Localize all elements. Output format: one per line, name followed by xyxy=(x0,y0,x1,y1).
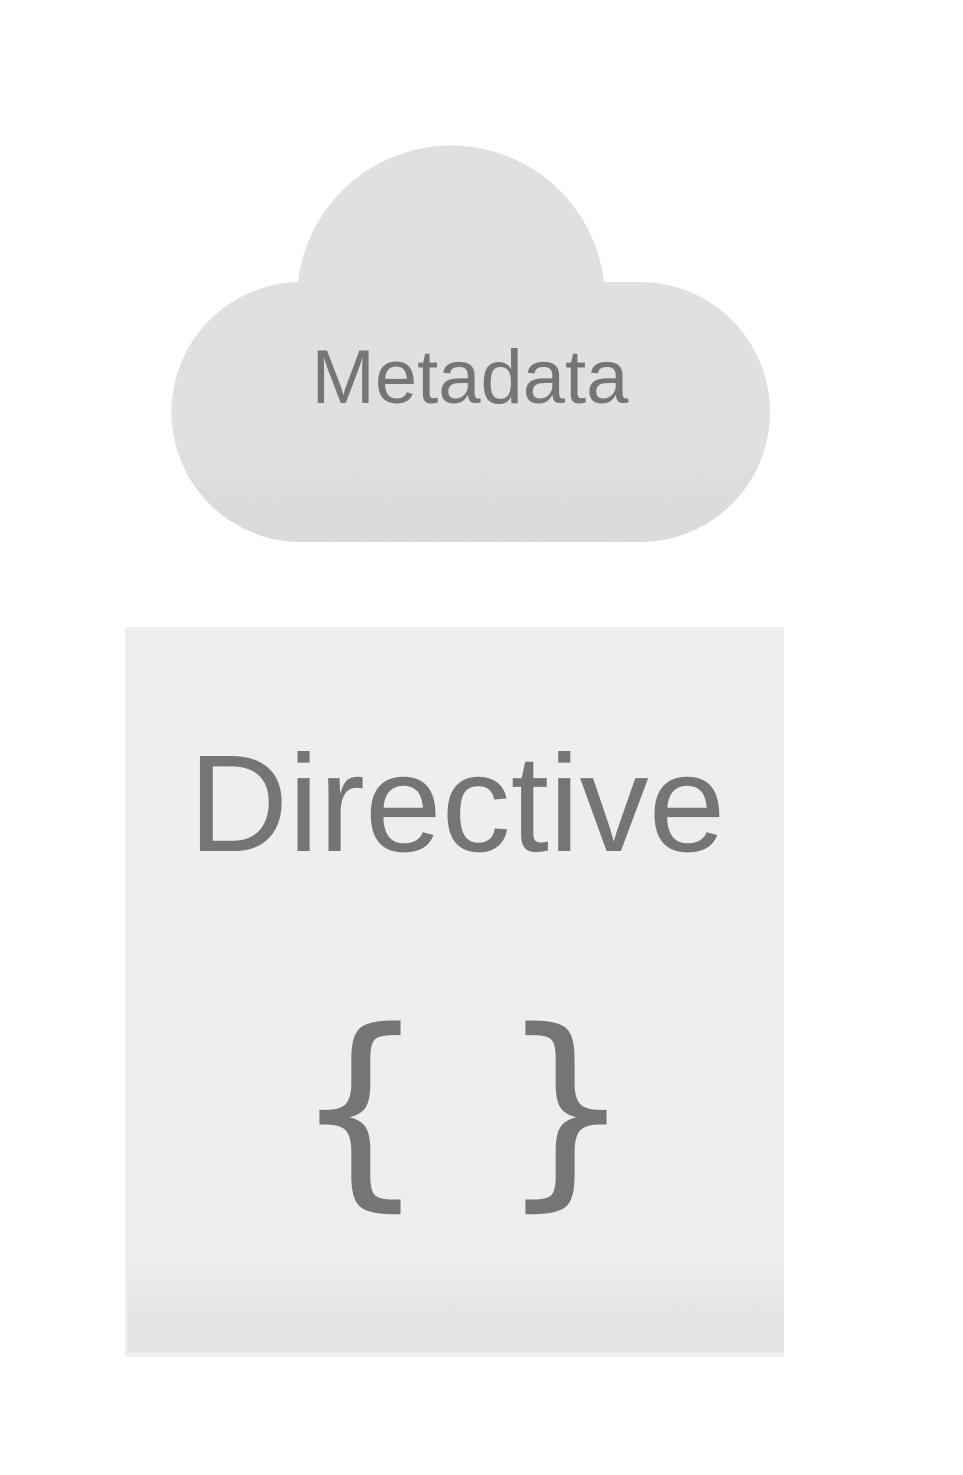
directive-box xyxy=(125,627,784,1357)
cloud-shadow xyxy=(171,455,770,543)
close-brace-glyph: } xyxy=(499,985,633,1230)
metadata-cloud-node: Metadata xyxy=(171,145,771,543)
curly-braces-icon: { } xyxy=(293,985,633,1230)
directive-label: Directive xyxy=(189,727,726,881)
directive-node: Directive { } xyxy=(125,627,784,1357)
open-brace-glyph: { xyxy=(293,985,427,1230)
metadata-label: Metadata xyxy=(312,335,630,420)
directive-shadow xyxy=(128,1262,784,1352)
cloud-shape xyxy=(171,145,771,543)
